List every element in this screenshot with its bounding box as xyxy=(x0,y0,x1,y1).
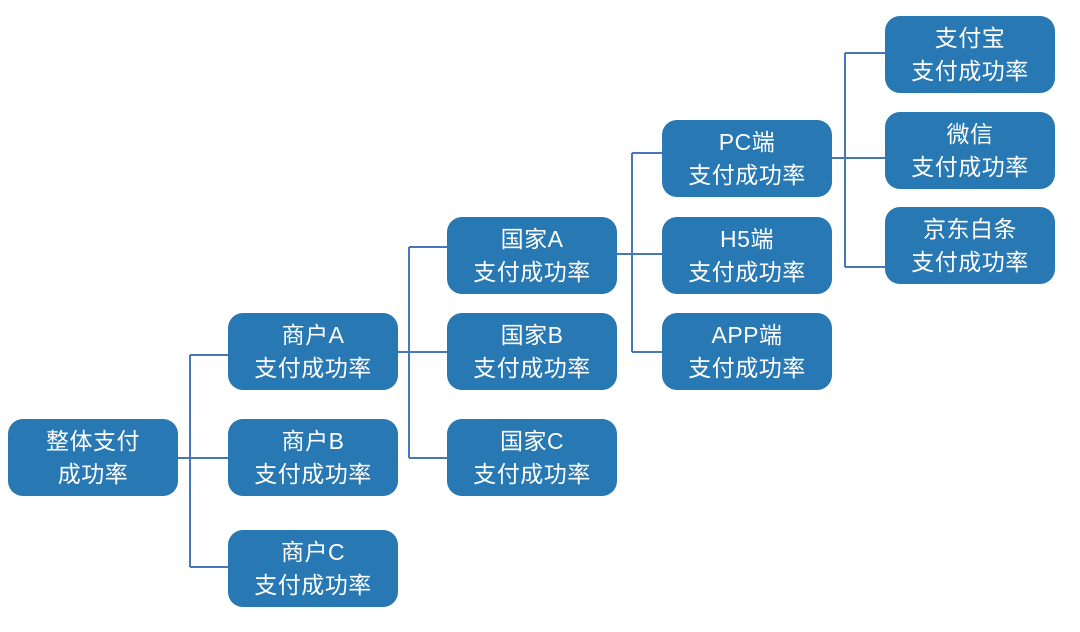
node-jd-baitiao: 京东白条 支付成功率 xyxy=(885,207,1055,284)
node-merchant-a: 商户A 支付成功率 xyxy=(228,313,398,390)
node-alipay: 支付宝 支付成功率 xyxy=(885,16,1055,93)
node-app-channel: APP端 支付成功率 xyxy=(662,313,832,390)
node-h5-channel: H5端 支付成功率 xyxy=(662,217,832,294)
node-merchant-b: 商户B 支付成功率 xyxy=(228,419,398,496)
node-overall-success-rate: 整体支付 成功率 xyxy=(8,419,178,496)
node-country-c: 国家C 支付成功率 xyxy=(447,419,617,496)
node-wechat: 微信 支付成功率 xyxy=(885,112,1055,189)
node-country-a: 国家A 支付成功率 xyxy=(447,217,617,294)
node-pc-channel: PC端 支付成功率 xyxy=(662,120,832,197)
node-country-b: 国家B 支付成功率 xyxy=(447,313,617,390)
node-merchant-c: 商户C 支付成功率 xyxy=(228,530,398,607)
